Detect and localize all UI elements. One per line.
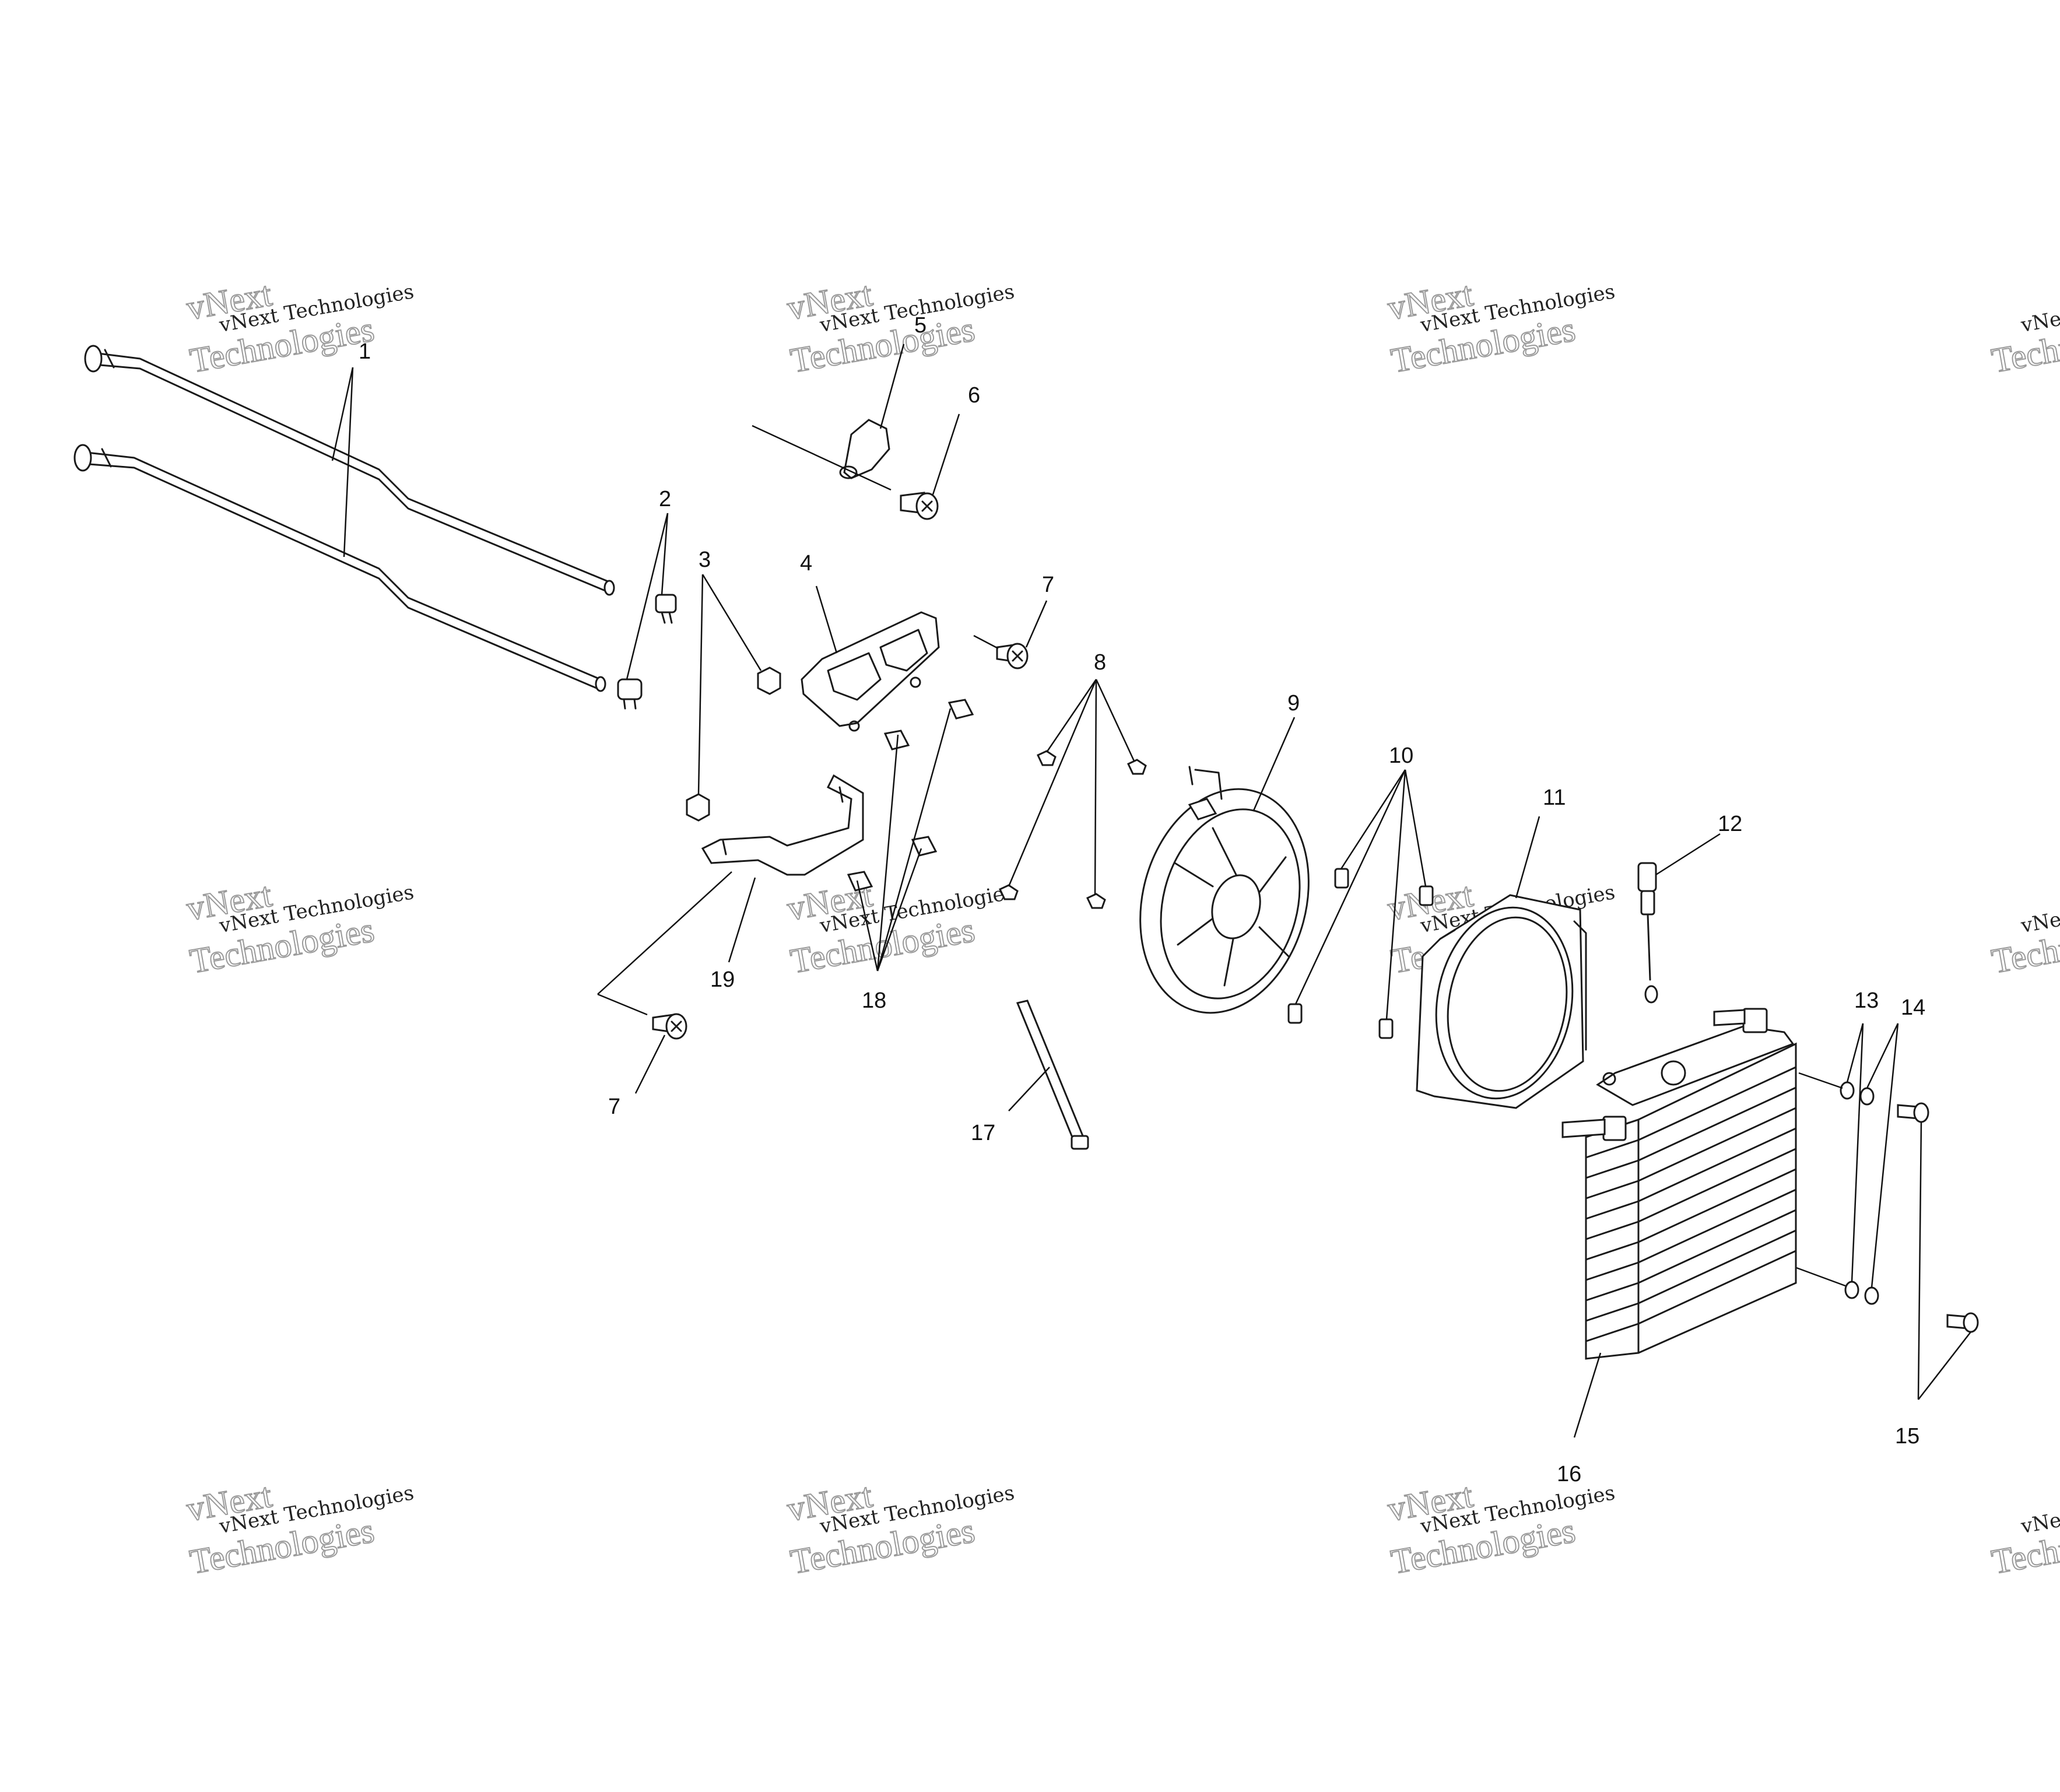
callout-17: 17 bbox=[971, 1121, 995, 1145]
part-7-screw-lower bbox=[652, 1013, 687, 1040]
watermark-mid-left: vNext vNext Technologies Technologies bbox=[183, 875, 416, 981]
watermark-bottom-center: vNext vNext Technologies Technologies bbox=[784, 1475, 1016, 1582]
part-4-bracket-plate bbox=[801, 611, 940, 732]
part-14-washers bbox=[1859, 1087, 1879, 1305]
watermark-bottom-right: vNext vNext Technologies Technologies bbox=[1384, 1475, 1617, 1582]
callout-12: 12 bbox=[1718, 812, 1742, 836]
part-2-hose-clamps bbox=[617, 594, 677, 710]
callout-13: 13 bbox=[1854, 988, 1879, 1013]
callout-14: 14 bbox=[1901, 995, 1925, 1020]
callout-labels: 1 2 3 4 5 6 7 7 8 9 10 11 12 13 14 15 16… bbox=[359, 313, 1925, 1486]
part-11-fan-shroud bbox=[1416, 894, 1587, 1109]
callout-2: 2 bbox=[659, 487, 671, 511]
callout-3: 3 bbox=[699, 548, 711, 572]
callout-10: 10 bbox=[1389, 744, 1413, 768]
part-10-clips bbox=[1287, 868, 1434, 1039]
part-8-nuts bbox=[999, 750, 1147, 909]
watermark-bottom-left: vNext vNext Technologies Technologies bbox=[183, 1475, 416, 1582]
callout-4: 4 bbox=[800, 551, 812, 576]
part-7-screw-upper bbox=[973, 634, 1029, 669]
callout-5: 5 bbox=[914, 313, 927, 338]
callout-18: 18 bbox=[862, 988, 886, 1013]
part-9-cooling-fan bbox=[1139, 766, 1310, 1014]
part-1-oil-lines bbox=[73, 345, 615, 692]
part-3-spacers bbox=[686, 667, 781, 822]
part-15-bolts bbox=[1789, 1072, 1979, 1333]
callout-8: 8 bbox=[1094, 650, 1106, 675]
part-16-oil-cooler bbox=[1561, 1008, 1797, 1360]
part-17-cable-tie bbox=[1016, 1000, 1089, 1150]
callout-11: 11 bbox=[1543, 785, 1566, 810]
watermark-top-right: vNext vNext Technologies Technologies bbox=[1384, 274, 1617, 381]
callout-15: 15 bbox=[1895, 1424, 1919, 1449]
watermark-mid-center: vNext vNext Technologies Technologies bbox=[784, 875, 1016, 981]
part-19-lower-bracket bbox=[701, 774, 864, 876]
watermark-edge-mid: vNext Technologies Technologies bbox=[1988, 881, 2060, 981]
watermark-text: vNext Technologies bbox=[2019, 280, 2060, 337]
callout-1: 1 bbox=[359, 339, 371, 364]
leader-lines bbox=[331, 343, 1971, 1438]
callout-7-lower: 7 bbox=[608, 1095, 620, 1119]
watermark-edge-top: vNext Technologies Technologies bbox=[1988, 280, 2060, 380]
watermark-text: vNext Technologies bbox=[2019, 881, 2060, 938]
callout-19: 19 bbox=[710, 967, 735, 992]
callout-7-upper: 7 bbox=[1042, 573, 1054, 597]
part-6-screw bbox=[900, 492, 939, 520]
callout-6: 6 bbox=[968, 383, 980, 408]
watermark-top-center: vNext vNext Technologies Technologies bbox=[784, 274, 1016, 381]
part-18-grommets bbox=[847, 699, 974, 892]
part-12-temp-sensor bbox=[1637, 862, 1658, 1004]
watermark-text: vNext Technologies bbox=[2019, 1481, 2060, 1538]
callout-16: 16 bbox=[1557, 1462, 1581, 1486]
part-5-strap-clamp bbox=[752, 419, 892, 491]
callout-9: 9 bbox=[1287, 691, 1300, 716]
watermark-edge-bottom: vNext Technologies Technologies bbox=[1988, 1481, 2060, 1581]
watermark-top-left: vNext vNext Technologies Technologies bbox=[183, 274, 416, 381]
